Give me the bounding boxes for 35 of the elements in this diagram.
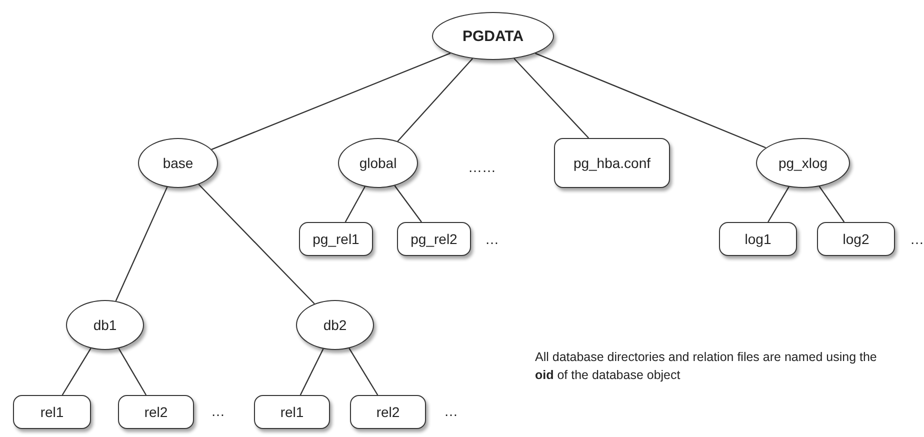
- file-box: rel1: [13, 395, 91, 429]
- directory-ellipse: global: [338, 138, 418, 188]
- connector-line: [768, 186, 790, 222]
- file-box: rel2: [118, 395, 194, 429]
- ellipsis: ……: [468, 159, 496, 175]
- connector-line: [62, 348, 92, 396]
- connector-line: [118, 348, 147, 396]
- directory-ellipse: db1: [66, 300, 144, 350]
- directory-ellipse: pg_xlog: [756, 138, 850, 188]
- file-box: log2: [817, 222, 895, 256]
- note-text: All database directories and relation files are named using the oid of the database object: [535, 349, 878, 384]
- connector-line: [514, 58, 590, 138]
- ellipsis: …: [211, 403, 225, 419]
- file-box: pg_rel2: [397, 222, 471, 256]
- connector-line: [397, 58, 473, 142]
- directory-ellipse: PGDATA: [432, 12, 554, 60]
- file-box: rel1: [254, 395, 330, 429]
- connector-line: [115, 186, 168, 302]
- ellipsis: …: [910, 231, 924, 247]
- connector-line: [198, 184, 315, 304]
- directory-ellipse: db2: [296, 300, 374, 350]
- connector-line: [348, 348, 378, 396]
- connector-line: [300, 348, 324, 396]
- connector-line: [818, 186, 845, 222]
- directory-ellipse: base: [138, 138, 218, 188]
- connector-line: [535, 52, 766, 148]
- connector-line: [211, 52, 451, 150]
- file-box: pg_rel1: [299, 222, 373, 256]
- ellipsis: …: [444, 403, 458, 419]
- connector-line: [394, 185, 422, 222]
- file-box: log1: [719, 222, 797, 256]
- file-box: pg_hba.conf: [554, 138, 670, 188]
- connector-line: [344, 186, 366, 222]
- ellipsis: …: [485, 231, 499, 247]
- file-box: rel2: [350, 395, 426, 429]
